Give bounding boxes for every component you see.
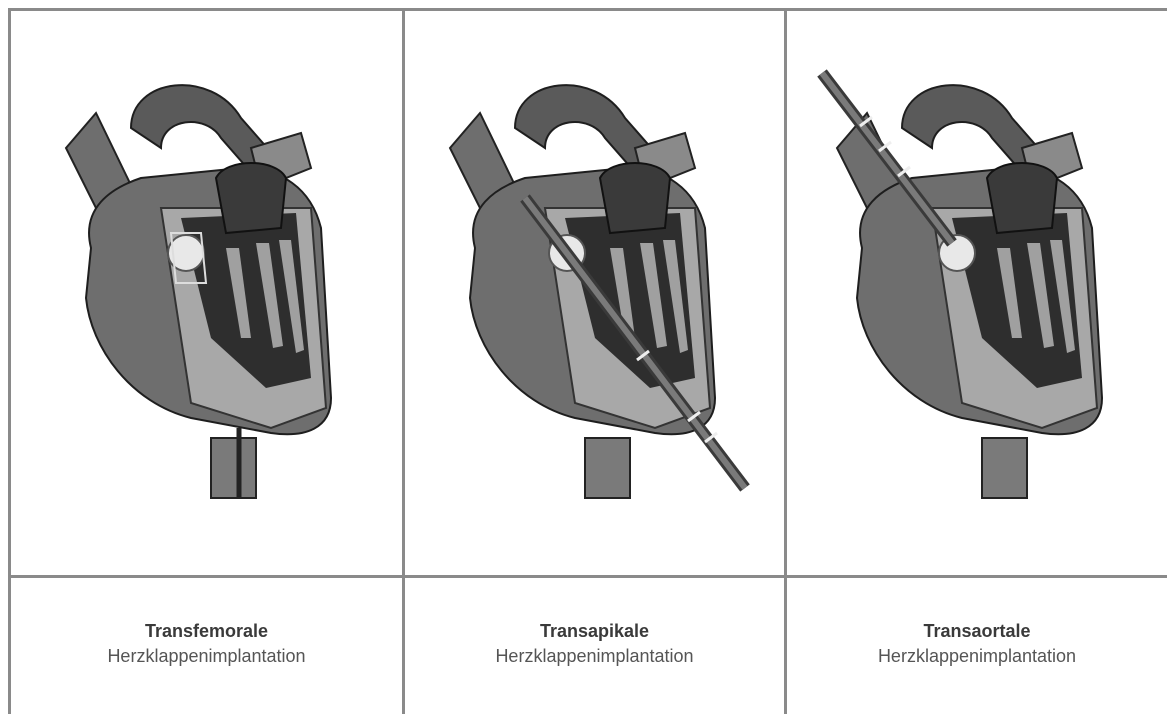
caption-subtitle: Herzklappenimplantation	[11, 646, 402, 667]
caption-title: Transapikale	[405, 621, 784, 642]
caption-title: Transaortale	[787, 621, 1167, 642]
caption-transaortic: Transaortale Herzklappenimplantation	[787, 576, 1167, 714]
caption-subtitle: Herzklappenimplantation	[787, 646, 1167, 667]
heart-cutaway-icon	[405, 8, 784, 576]
panel-transaortic: Transaortale Herzklappenimplantation	[787, 8, 1167, 714]
panel-transfemoral: Transfemorale Herzklappenimplantation	[11, 8, 402, 714]
heart-illustration-transapical	[405, 8, 784, 576]
caption-title: Transfemorale	[11, 621, 402, 642]
heart-illustration-transfemoral	[11, 8, 402, 576]
caption-subtitle: Herzklappenimplantation	[405, 646, 784, 667]
panel-transapical: Transapikale Herzklappenimplantation	[405, 8, 784, 714]
heart-cutaway-icon	[11, 8, 402, 576]
comparison-figure: Transfemorale Herzklappenimplantation	[8, 8, 1167, 714]
heart-illustration-transaortic	[787, 8, 1167, 576]
caption-transapical: Transapikale Herzklappenimplantation	[405, 576, 784, 714]
heart-cutaway-icon	[787, 8, 1167, 576]
caption-transfemoral: Transfemorale Herzklappenimplantation	[11, 576, 402, 714]
